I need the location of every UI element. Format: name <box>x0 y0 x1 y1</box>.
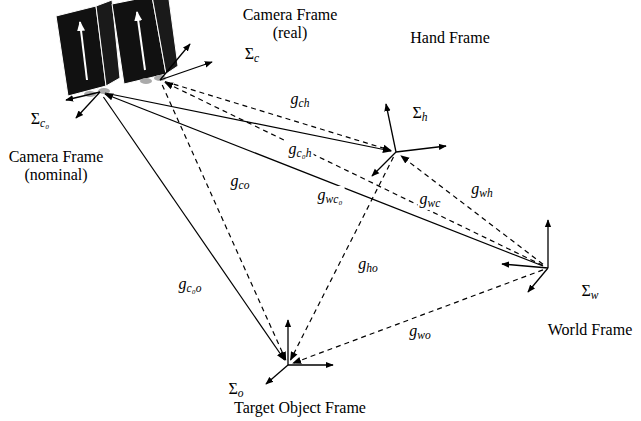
transform-arrow <box>162 85 286 360</box>
transform-arrow <box>293 270 543 363</box>
axis <box>160 44 190 80</box>
transform-label: gc₀h <box>287 140 314 160</box>
transform-arrow <box>105 94 543 266</box>
frame-symbol: Σh <box>412 104 427 125</box>
transform-arrow <box>103 97 284 360</box>
transform-label: gch <box>289 90 312 110</box>
frame-name: World Frame <box>548 321 632 339</box>
frame-name: Camera Frame (real) <box>234 6 346 43</box>
transform-arrow <box>165 82 543 265</box>
frame-symbol: Σw <box>582 282 599 303</box>
transform-label: gwc₀ <box>316 186 345 206</box>
transform-label: gc₀o <box>177 275 204 295</box>
axis <box>372 152 396 176</box>
coordinate-frame: ΣoTarget Object Frame <box>283 360 293 370</box>
frame-name: Target Object Frame <box>234 399 366 417</box>
axis <box>547 220 548 268</box>
axis <box>287 320 288 365</box>
frame-symbol: Σc <box>245 45 259 66</box>
axis <box>266 365 288 384</box>
axis <box>528 268 548 292</box>
frame-symbol: Σo <box>228 380 243 401</box>
coordinate-frame: ΣwWorld Frame <box>543 263 553 273</box>
transform-label: gwo <box>407 322 432 342</box>
frame-name: Camera Frame (nominal) <box>1 148 111 185</box>
transform-label: gco <box>229 172 252 192</box>
frame-axes <box>66 44 548 384</box>
camera-body <box>56 0 178 97</box>
transform-arrow <box>165 82 391 151</box>
coordinate-frame: Σc₀Camera Frame (nominal) <box>95 87 105 97</box>
coordinate-frame: Hand FrameΣh <box>391 147 401 157</box>
transform-label: gho <box>356 255 380 275</box>
frame-symbol: Σc₀ <box>31 110 49 131</box>
axis <box>386 104 396 152</box>
frame-name: Hand Frame <box>410 29 490 47</box>
axis <box>288 364 333 365</box>
axis <box>76 92 100 118</box>
transform-arrow <box>401 156 543 264</box>
transform-arrow <box>291 157 394 360</box>
transform-label: gwc <box>418 190 443 210</box>
axis <box>396 146 446 152</box>
coordinate-frame: Camera Frame (real)Σc <box>155 75 165 85</box>
axis <box>66 92 100 100</box>
transform-label: gwh <box>469 180 494 200</box>
